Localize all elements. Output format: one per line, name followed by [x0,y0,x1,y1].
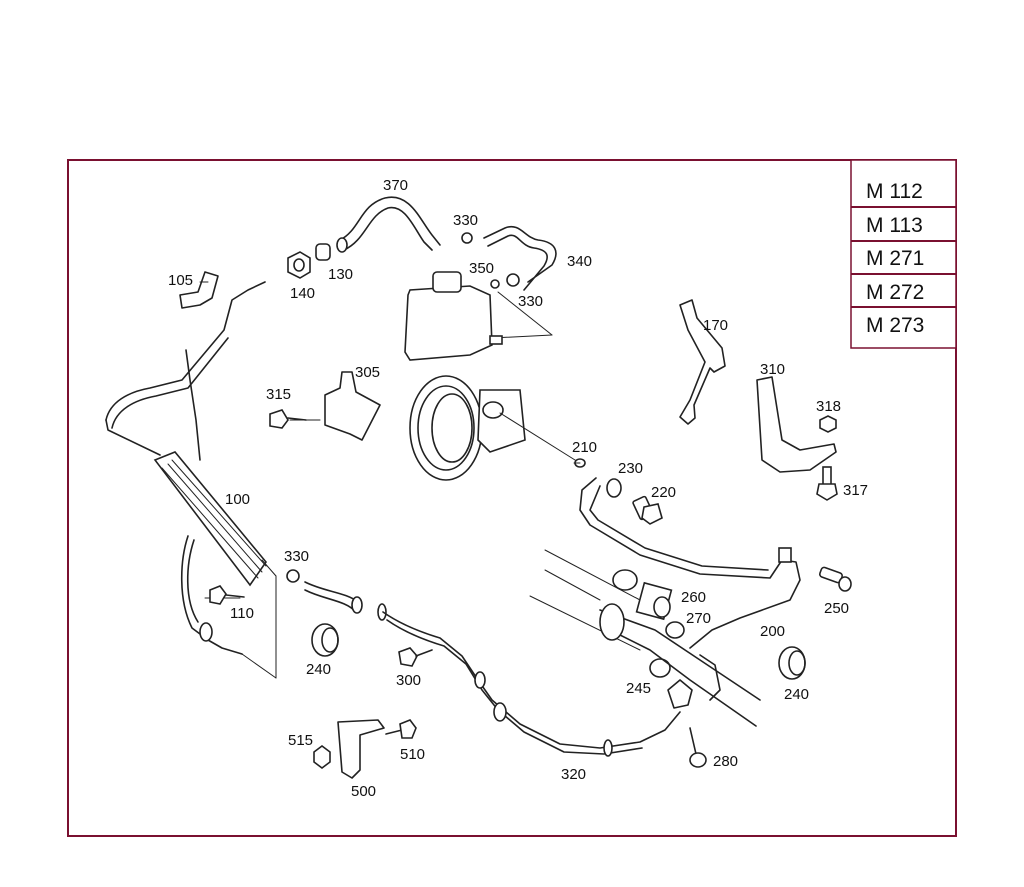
part-350-washer [490,279,500,289]
label-300: 300 [396,672,421,689]
label-230: 230 [618,460,643,477]
label-200: 200 [760,623,785,640]
part-370-hose [339,196,441,251]
part-310-bracket [756,376,837,473]
part-510-bolt [385,719,417,739]
label-500: 500 [351,783,376,800]
label-515: 515 [288,732,313,749]
part-230-seal-ring [606,478,622,498]
label-320: 320 [561,766,586,783]
part-317-bolt [816,466,838,501]
part-330-clamp-left [286,569,300,583]
part-318-nut [819,415,837,433]
label-270: 270 [686,610,711,627]
label-170: 170 [703,317,728,334]
part-110-bolt [209,585,245,605]
part-320-pressure-line [382,611,681,749]
part-105-bracket [179,271,219,309]
label-315: 315 [266,386,291,403]
part-170-bracket [679,299,726,425]
part-315-bolt [269,409,307,429]
part-250-bolt [818,566,852,592]
engine-code-4: M 272 [866,281,924,304]
label-350: 350 [469,260,494,277]
label-330-top: 330 [453,212,478,229]
engine-code-3: M 271 [866,247,924,270]
part-220-banjo-bolt [632,495,663,525]
label-105: 105 [168,272,193,289]
part-340-hose [483,225,557,291]
line-bracket [667,679,693,709]
label-280: 280 [713,753,738,770]
label-317: 317 [843,482,868,499]
part-200-return-line [579,477,801,649]
label-370: 370 [383,177,408,194]
steering-gear [529,549,761,727]
part-330-clamp [506,273,520,287]
part-140-nut [287,251,311,279]
part-270-seal [665,621,685,639]
part-280-bolt [689,727,707,768]
engine-reference-table: M 112 M 113 M 271 M 272 M 273 [850,159,957,349]
return-hose-segment [304,581,359,613]
part-240-bushing-left [311,623,339,657]
label-340: 340 [567,253,592,270]
part-300-bolt [398,647,433,667]
label-305: 305 [355,364,380,381]
label-240-right: 240 [784,686,809,703]
part-305-bracket [324,371,381,441]
label-140: 140 [290,285,315,302]
engine-code-1: M 112 [866,180,923,203]
label-110: 110 [230,605,254,622]
part-130-sleeve [315,243,331,261]
part-515-nut [313,745,331,769]
label-330-left: 330 [284,548,309,565]
label-240-left: 240 [306,661,331,678]
engine-code-2: M 113 [866,214,923,237]
label-510: 510 [400,746,425,763]
label-130: 130 [328,266,353,283]
label-260: 260 [681,589,706,606]
part-240-bushing-right [778,646,806,680]
engine-code-5: M 273 [866,314,924,337]
leader-lines [199,281,581,464]
label-245: 245 [626,680,651,697]
label-250: 250 [824,600,849,617]
power-steering-pump [409,375,576,481]
label-220: 220 [651,484,676,501]
part-500-bracket [337,719,385,779]
part-100-oil-cooler [105,281,277,679]
diagram-frame [67,159,957,837]
power-steering-reservoir [404,271,553,361]
label-100: 100 [225,491,250,508]
label-318: 318 [816,398,841,415]
label-210: 210 [572,439,597,456]
part-330-clamp-top [461,232,473,244]
label-310: 310 [760,361,785,378]
label-330-mid: 330 [518,293,543,310]
part-245-seal [649,658,671,678]
